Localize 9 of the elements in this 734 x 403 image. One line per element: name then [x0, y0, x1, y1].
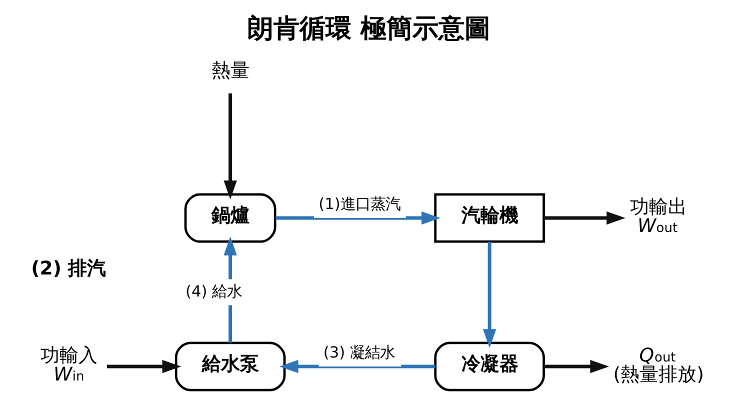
- edge-label: (3) 凝結水: [323, 344, 395, 362]
- node-text: 功輸入 Win: [40, 346, 98, 386]
- diagram-title: 朗肯循環 極簡示意圖: [247, 14, 490, 44]
- edge-label: (4) 給水: [186, 282, 242, 300]
- edge-label: (1)進口蒸汽: [318, 195, 400, 214]
- node-text: Qout (熱量排放): [613, 346, 704, 386]
- label: (2) 排汽: [31, 258, 106, 280]
- node-text: 熱量: [211, 60, 250, 82]
- node-text: 功輸出 Wout: [630, 197, 687, 237]
